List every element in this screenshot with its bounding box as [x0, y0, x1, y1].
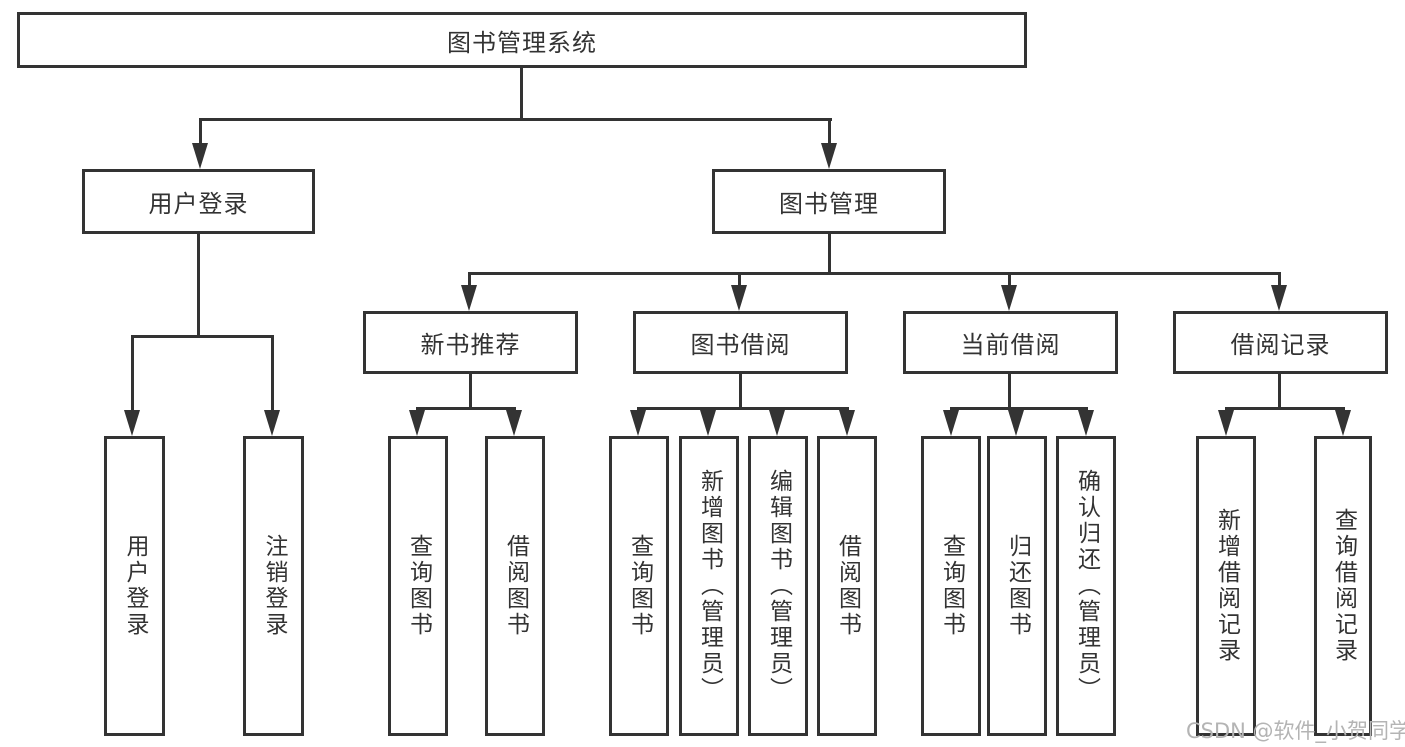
connector-borrow-record-stem — [1278, 374, 1281, 410]
leaf-bb-borrow-books: 借阅图书 — [817, 436, 877, 736]
connector-root-rail — [199, 118, 832, 121]
connector-book-borrow-stem — [739, 374, 742, 410]
arrow-down-icon — [506, 410, 522, 436]
csdn-watermark: CSDN @软件_小贺同学 — [1186, 719, 1405, 743]
leaf-rec-borrow-books: 借阅图书 — [485, 436, 545, 736]
connector-book-mgmt-rail — [468, 272, 1281, 275]
arrow-down-icon — [943, 410, 959, 436]
connector-drop-borrow-record — [1278, 272, 1281, 287]
arrow-down-icon — [264, 410, 280, 436]
arrow-down-icon — [1001, 285, 1017, 311]
arrow-down-icon — [1335, 410, 1351, 436]
arrow-down-icon — [1008, 410, 1024, 436]
leaf-logout: 注销登录 — [243, 436, 304, 736]
leaf-rec-query-books: 查询图书 — [388, 436, 448, 736]
arrow-down-icon — [700, 410, 716, 436]
connector-drop-book-mgmt — [828, 118, 831, 145]
leaf-bb-edit-books-admin: 编辑图书（管理员） — [748, 436, 808, 736]
connector-drop-new-book-rec — [468, 272, 471, 287]
connector-drop-leaf-logout — [271, 335, 274, 411]
node-borrow-record: 借阅记录 — [1173, 311, 1388, 374]
leaf-br-query-record: 查询借阅记录 — [1314, 436, 1372, 736]
node-new-book-rec: 新书推荐 — [363, 311, 578, 374]
leaf-bb-query-books: 查询图书 — [609, 436, 669, 736]
leaf-cb-return-books: 归还图书 — [987, 436, 1047, 736]
arrow-down-icon — [769, 410, 785, 436]
node-book-borrow: 图书借阅 — [633, 311, 848, 374]
arrow-down-icon — [1218, 410, 1234, 436]
connector-book-borrow-rail — [637, 407, 849, 410]
connector-borrow-record-rail — [1225, 407, 1345, 410]
arrow-down-icon — [1271, 285, 1287, 311]
arrow-down-icon — [461, 285, 477, 311]
leaf-cb-query-books: 查询图书 — [921, 436, 981, 736]
arrow-down-icon — [630, 410, 646, 436]
node-current-borrow: 当前借阅 — [903, 311, 1118, 374]
connector-current-borrow-stem — [1008, 374, 1011, 410]
connector-drop-book-borrow — [738, 272, 741, 287]
node-root: 图书管理系统 — [17, 12, 1027, 68]
arrow-down-icon — [124, 410, 140, 436]
leaf-cb-confirm-return-admin: 确认归还（管理员） — [1056, 436, 1116, 736]
node-user-login: 用户登录 — [82, 169, 315, 234]
connector-user-login-rail — [131, 335, 274, 338]
connector-new-book-rec-stem — [469, 374, 472, 410]
arrow-down-icon — [839, 410, 855, 436]
leaf-user-login: 用户登录 — [104, 436, 165, 736]
arrow-down-icon — [409, 410, 425, 436]
leaf-br-add-record: 新增借阅记录 — [1196, 436, 1256, 736]
connector-drop-leaf-user-login — [131, 335, 134, 411]
node-book-mgmt: 图书管理 — [712, 169, 946, 234]
connector-drop-user-login — [199, 118, 202, 145]
connector-drop-current-borrow — [1008, 272, 1011, 287]
arrow-down-icon — [821, 143, 837, 169]
leaf-bb-add-books-admin: 新增图书（管理员） — [679, 436, 739, 736]
arrow-down-icon — [192, 143, 208, 169]
connector-new-book-rec-rail — [416, 407, 516, 410]
connector-book-mgmt-stem — [828, 233, 831, 275]
connector-current-borrow-rail — [950, 407, 1088, 410]
arrow-down-icon — [1078, 410, 1094, 436]
arrow-down-icon — [731, 285, 747, 311]
connector-user-login-stem — [197, 233, 200, 335]
connector-root-stem — [520, 67, 523, 120]
